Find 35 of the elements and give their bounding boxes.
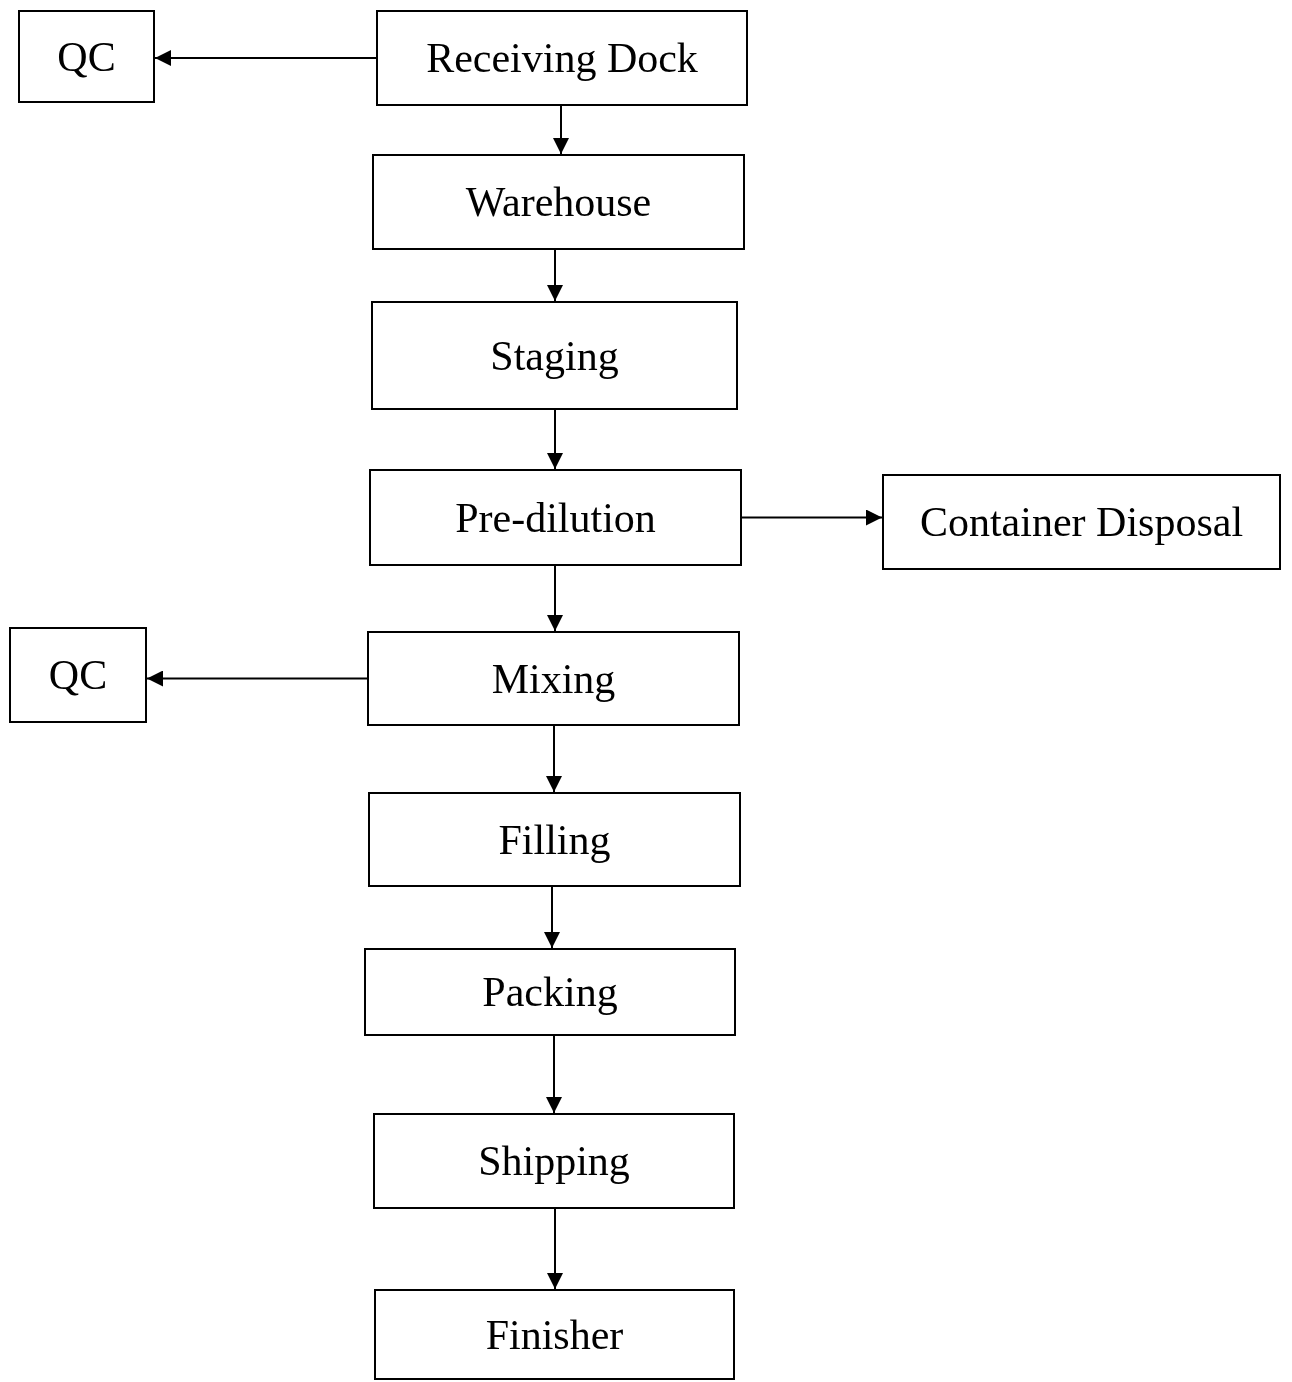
arrow xyxy=(546,725,562,793)
arrow xyxy=(547,409,563,470)
step-label: QC xyxy=(57,32,116,81)
step-label: Mixing xyxy=(491,654,616,703)
process-box xyxy=(374,1289,735,1380)
arrow xyxy=(544,886,560,949)
process-box xyxy=(372,154,745,250)
arrow xyxy=(547,1208,563,1290)
step-label: Filling xyxy=(498,815,611,864)
process-box xyxy=(367,631,740,726)
arrow xyxy=(553,105,569,155)
arrow xyxy=(146,670,368,687)
arrow xyxy=(547,565,563,632)
step-label: Receiving Dock xyxy=(426,34,698,82)
step-label: Shipping xyxy=(478,1137,630,1185)
arrow xyxy=(154,50,377,66)
step-label: Pre-dilution xyxy=(455,493,656,542)
process-box xyxy=(364,948,736,1036)
process-box xyxy=(9,627,147,723)
step-label: Warehouse xyxy=(465,178,652,226)
step-label: Staging xyxy=(490,331,619,380)
process-box xyxy=(373,1113,735,1209)
step-label: Packing xyxy=(482,968,618,1016)
process-box xyxy=(368,792,741,887)
process-box xyxy=(882,474,1281,570)
arrow xyxy=(547,249,563,302)
process-box xyxy=(369,469,742,566)
process-box xyxy=(18,10,155,103)
step-label: Container Disposal xyxy=(919,498,1244,546)
arrow xyxy=(546,1035,562,1114)
arrow xyxy=(741,509,883,526)
step-label: QC xyxy=(48,651,108,699)
process-box xyxy=(371,301,738,410)
step-label: Finisher xyxy=(485,1310,624,1359)
process-box xyxy=(376,10,748,106)
